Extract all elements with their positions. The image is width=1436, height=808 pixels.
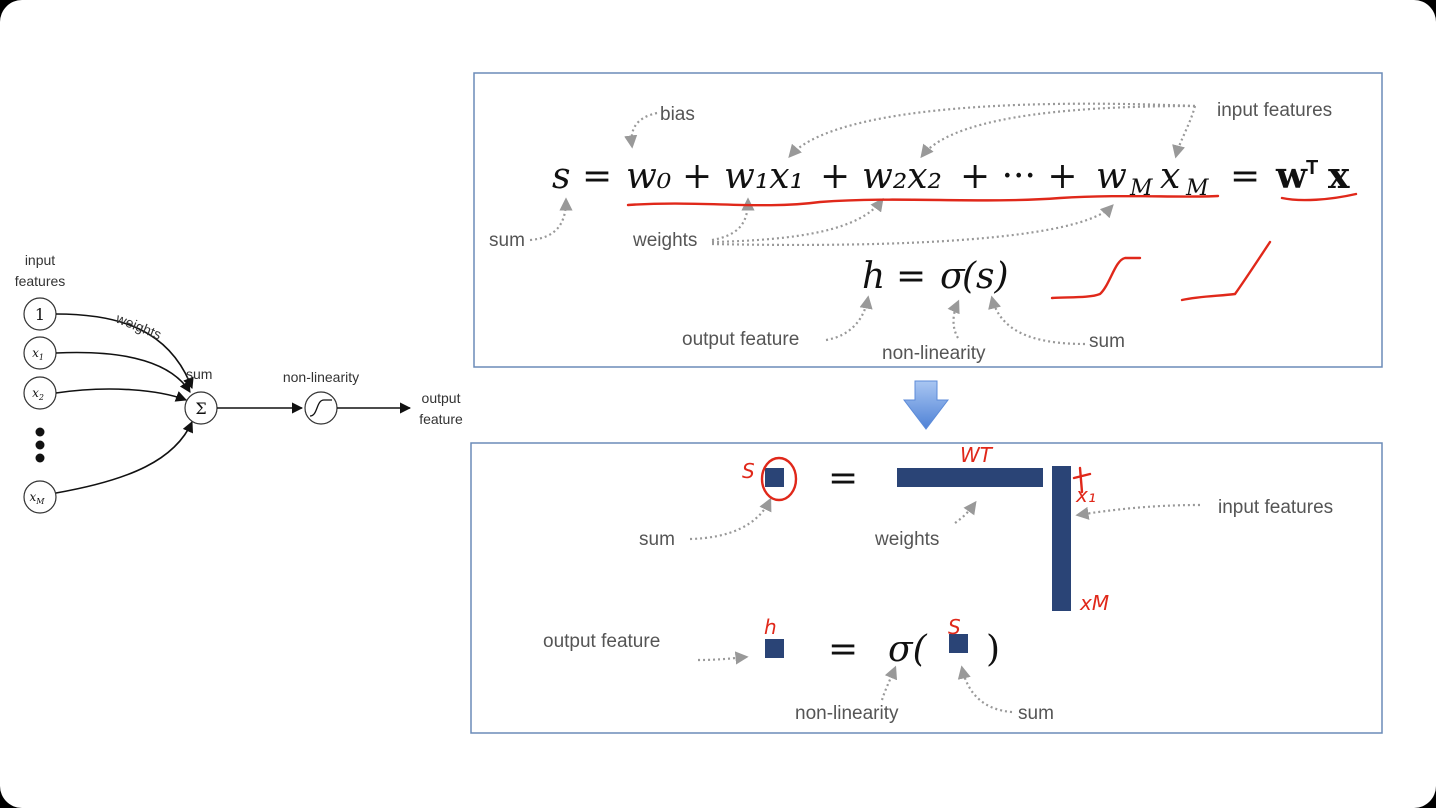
input-node-bias-label: 1 [35,305,45,324]
handwritten-circle [760,456,798,502]
input-features-label: input features [1218,497,1333,518]
weights-arrow-wm [711,204,1114,247]
nonlinearity-label: non-linearity [283,369,359,385]
output-block [765,639,784,658]
ellipsis-dot [35,427,45,437]
nonlinearity-label: non-linearity [795,703,899,724]
sum-arrow-2 [988,295,1086,346]
sum-symbol: Σ [195,399,206,418]
input-features-arrow [1075,503,1201,520]
close-paren: ) [986,629,1000,670]
eq-w-bold: w [1275,155,1308,197]
output-feature-arrow [697,651,749,665]
weights-row-vector [897,468,1043,487]
weights-label: weights [874,529,939,550]
bias-label: bias [660,104,695,125]
input-features-label: input [25,252,55,268]
activation-equation: h = σ (s) [862,256,1009,297]
ellipsis-dot [35,440,45,450]
input-features-label-2: features [15,273,66,289]
sigmoid-icon [309,399,332,417]
matrix-eq-1: = [828,458,858,499]
act-arg: (s) [962,256,1009,297]
activation-node [304,391,338,425]
handwritten-s: S [742,459,755,483]
wtx-underline-annotation [1280,192,1358,202]
nonlinearity-arrow [880,665,898,701]
equation-panel: bias input features sum weights s = w₀ +… [473,72,1383,368]
ellipsis-dot [35,453,45,463]
handwritten-xm: xM [1079,591,1109,615]
underline-annotation [626,194,1220,207]
sum-arrow [529,197,573,242]
handwritten-x1: x₁ [1075,483,1096,507]
sum-label: sum [639,529,675,550]
neuron-diagram: input features 1 x1 x2 xM weights sum Σ … [15,252,463,514]
input-features-arrow-x1 [788,102,1196,158]
handwritten-wt: WT [960,443,994,467]
output-feature-label: output [422,390,461,406]
input-node-xm [23,480,57,514]
eq-w0: w₀ [626,156,671,197]
eq-plus-1: + [682,156,712,197]
equation-panel-border [473,72,1383,368]
eq-equals-2: = [1230,156,1260,197]
act-equals: = [896,256,926,297]
eq-x-bold: x [1328,155,1350,197]
sum-arrow-2 [957,665,1013,714]
eq-w2x2: w₂x₂ [862,156,942,197]
sum-label: sum [186,366,212,382]
eq-s: s [552,156,570,197]
matrix-panel: = sum weights input features output feat… [470,442,1383,734]
connection-bias [55,313,194,390]
input-features-arrow-x2 [920,104,1196,159]
linear-equation: s = w₀ + w₁x₁ + w₂x₂ + ··· + w M x M = w… [552,155,1350,201]
eq-xm: x [1160,156,1180,197]
matrix-panel-border [470,442,1383,734]
weights-label: weights [113,310,164,343]
sum-input-block [949,634,968,653]
act-h: h [862,256,885,297]
weights-arrow-w2 [711,197,884,244]
output-feature-label-2: feature [419,411,463,427]
down-arrow-icon [902,380,950,430]
nonlinearity-label: non-linearity [882,343,986,364]
output-feature-arrow [825,295,873,342]
eq-wm: w [1096,156,1127,197]
input-node-x2-label: x2 [32,386,44,402]
bias-arrow [624,111,658,149]
relu-sketch [1180,240,1272,302]
sum-arrow [689,497,772,541]
sum-label: sum [489,230,525,251]
eq-ellipsis: + ··· + [960,156,1078,197]
eq-equals: = [582,156,612,197]
eq-plus-2: + [820,156,850,197]
connection-x1 [55,351,191,393]
sigmoid-sketch [1050,256,1142,300]
weights-arrow [954,500,977,524]
input-features-label: input features [1217,100,1332,121]
output-feature-label: output feature [682,329,799,350]
matrix-eq-2: = [828,629,858,670]
handwritten-h: h [764,615,777,639]
connection-x2 [55,388,188,402]
input-column-vector [1052,466,1071,611]
eq-transpose: T [1306,157,1318,179]
input-node-x1-label: x1 [32,346,44,362]
connection-xm [55,420,193,494]
handwritten-1 [1072,466,1092,494]
sigma-open: σ( [888,629,928,670]
output-feature-label: output feature [543,631,660,652]
act-sigma: σ [940,256,966,297]
eq-w1x1: w₁x₁ [724,156,804,197]
sum-label-2: sum [1089,331,1125,352]
sum-block [765,468,784,487]
sum-label-2: sum [1018,703,1054,724]
handwritten-s-2: S [948,615,961,639]
weights-label: weights [632,230,697,251]
